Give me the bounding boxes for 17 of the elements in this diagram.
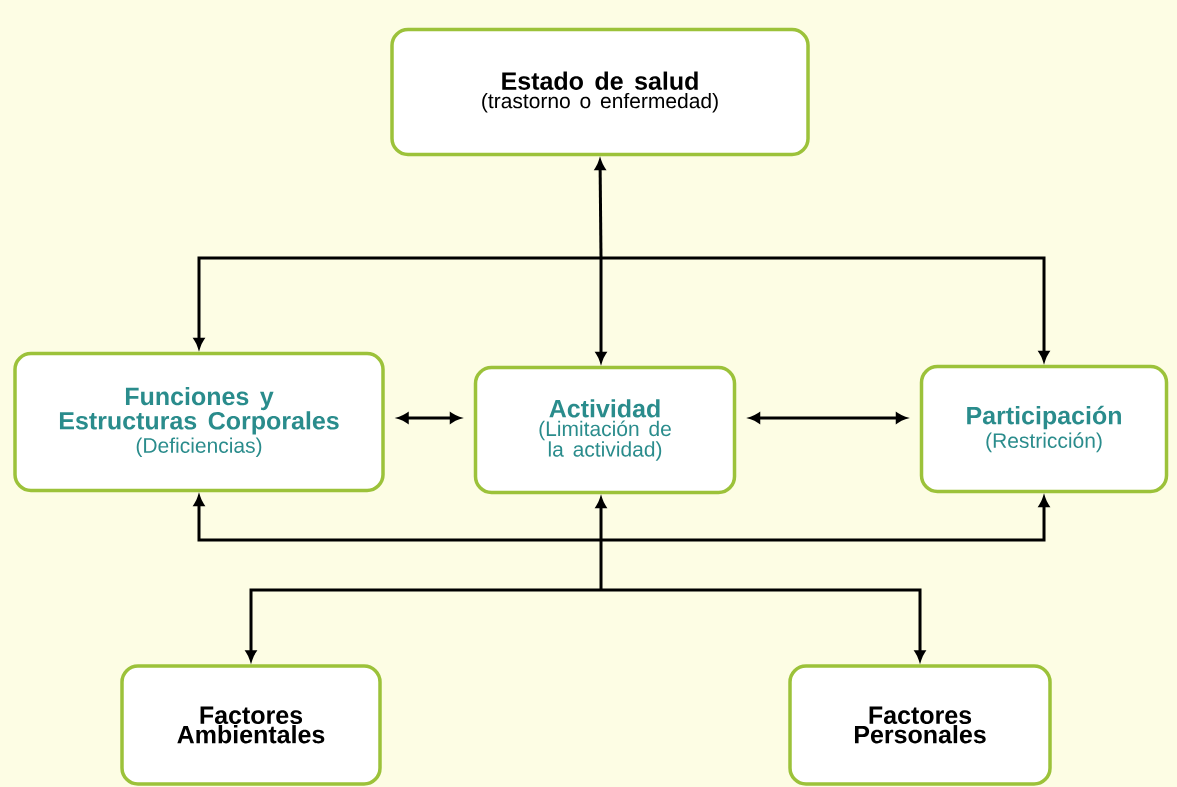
arrow [601, 496, 1050, 542]
arrow [749, 412, 907, 424]
rounded-box: Funciones y Estructuras Corporales (Deficiencias) [13, 351, 385, 493]
arrow [398, 412, 461, 424]
arrow [193, 256, 601, 349]
rounded-box: Actividad (Limitación de la actividad) [473, 365, 737, 495]
arrow [245, 588, 601, 661]
arrow [595, 497, 607, 540]
rounded-box: Participación (Restricción) [919, 364, 1169, 494]
rounded-box: Factores Ambientales [120, 664, 382, 786]
rounded-box: Factores Personales [788, 664, 1052, 786]
arrow [601, 256, 1050, 362]
arrow [594, 159, 606, 258]
arrow [601, 588, 926, 661]
arrow [193, 495, 601, 542]
arrow [595, 258, 607, 363]
rounded-box: Estado de salud (trastorno o enfermedad) [390, 27, 810, 157]
